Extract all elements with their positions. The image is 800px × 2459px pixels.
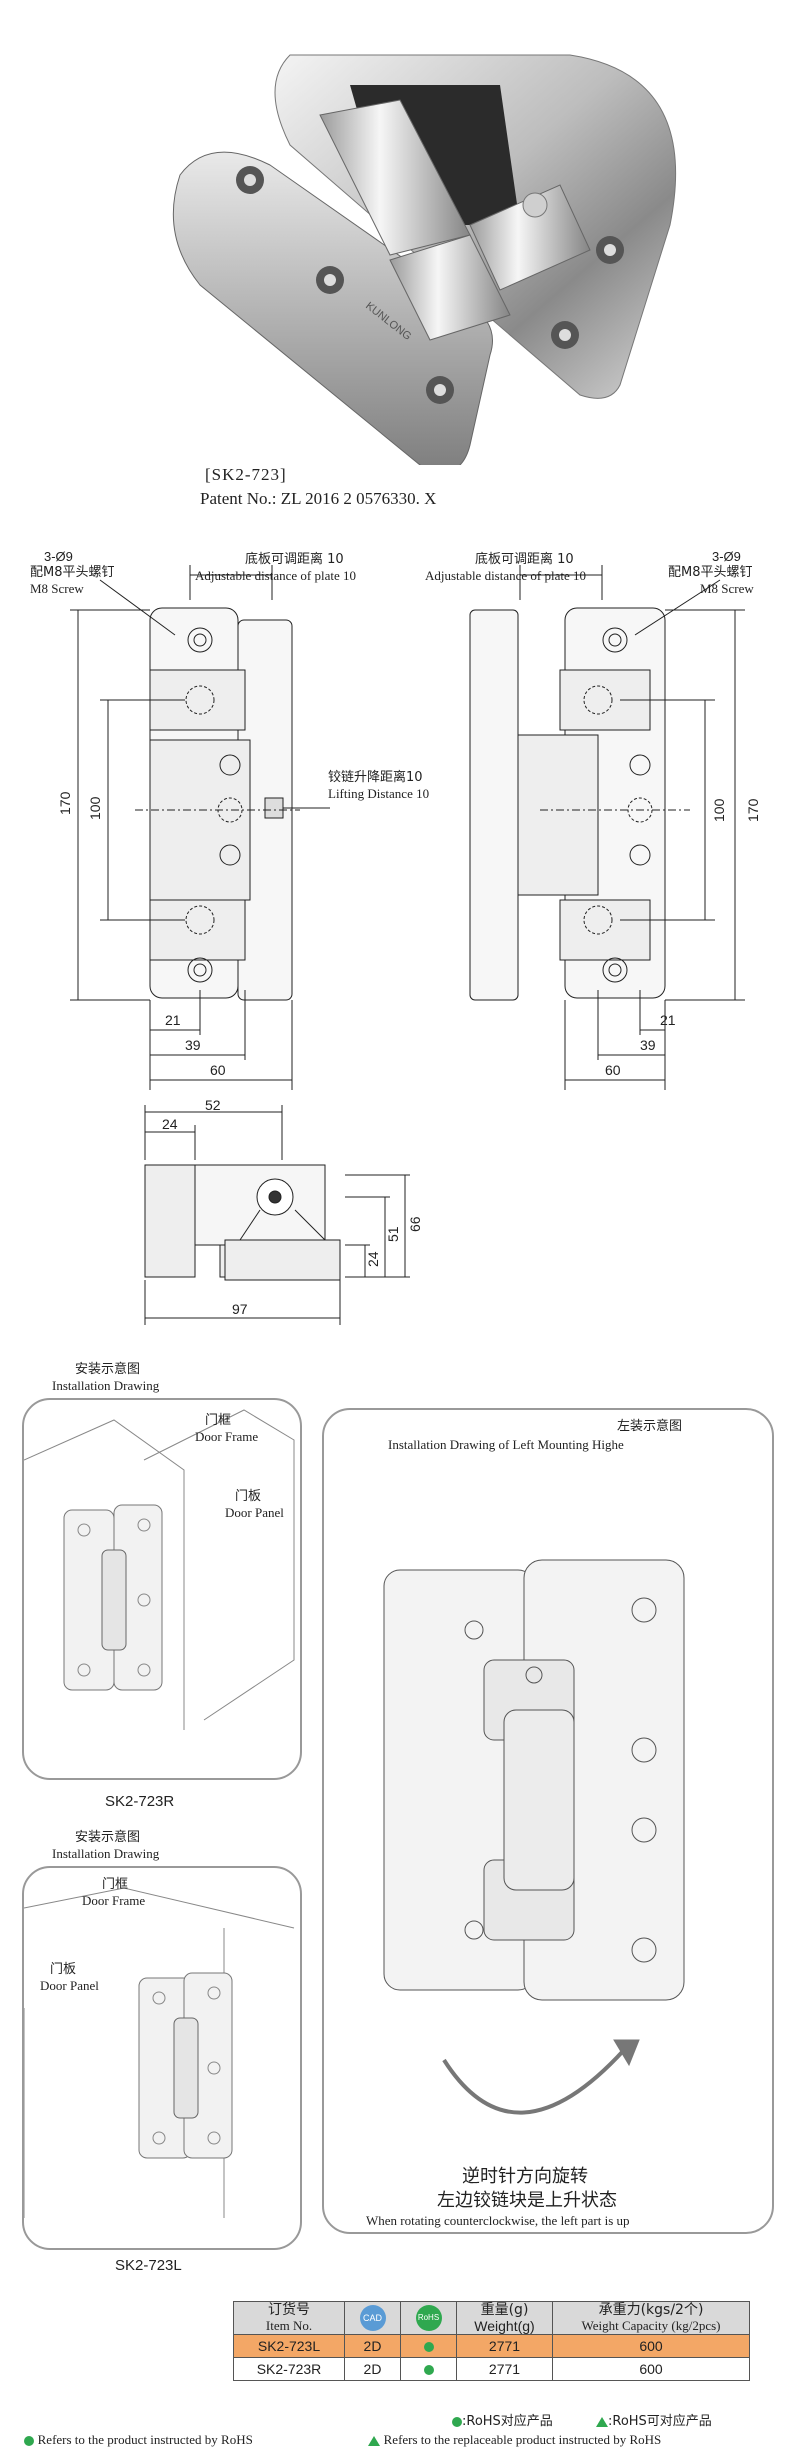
cell-rohs — [400, 2334, 457, 2358]
left-screw-en: M8 Screw — [30, 581, 84, 596]
dim-39-right: 39 — [640, 1037, 656, 1053]
cell-rohs — [400, 2357, 457, 2381]
product-photo: KUNLONG — [140, 25, 700, 473]
install-left-frame-en: Door Frame — [82, 1893, 146, 1908]
left-screw-cn: 配M8平头螺钉 — [30, 565, 115, 580]
install-left-panel-en: Door Panel — [40, 1978, 99, 1993]
header-weight: 重量(g)Weight(g) — [456, 2301, 553, 2335]
right-screw-cn: 配M8平头螺钉 — [668, 565, 753, 580]
dim-21-right: 21 — [660, 1012, 676, 1028]
cell-cad: 2D — [344, 2334, 401, 2358]
cell-capacity: 600 — [552, 2334, 750, 2358]
legend-rohs-cn-row: :RoHS对应产品 — [452, 2410, 553, 2429]
legend-rohs-en-row: Refers to the product instructed by RoHS — [24, 2432, 253, 2448]
right-screw-en: M8 Screw — [700, 581, 754, 596]
dim-21: 21 — [165, 1012, 181, 1028]
cad-icon: CAD — [359, 2305, 386, 2331]
patent-number: Patent No.: ZL 2016 2 0576330. X — [200, 489, 437, 508]
dim-170: 170 — [57, 791, 73, 815]
install-big-note-cn-1: 逆时针方向旋转 — [462, 2166, 588, 2187]
right-plate-cn: 底板可调距离 10 — [475, 552, 574, 567]
header-cad: CAD — [344, 2301, 401, 2335]
cell-capacity: 600 — [552, 2357, 750, 2381]
install-big-panel — [322, 1408, 774, 2234]
cell-item: SK2-723L — [233, 2334, 345, 2358]
install-big-note-cn-2: 左边铰链块是上升状态 — [437, 2190, 617, 2211]
dim-60-right: 60 — [605, 1062, 621, 1078]
install-big-note-en: When rotating counterclockwise, the left… — [366, 2213, 630, 2228]
install-left-title-en: Installation Drawing — [52, 1846, 160, 1861]
rohs-triangle-icon — [368, 2435, 380, 2446]
dim-97: 97 — [232, 1301, 248, 1317]
dim-60: 60 — [210, 1062, 226, 1078]
table-row[interactable]: SK2-723L 2D 2771 600 — [233, 2334, 750, 2358]
right-hole-spec: 3-Ø9 — [712, 549, 741, 564]
dim-39: 39 — [185, 1037, 201, 1053]
lift-distance-cn: 铰链升降距离10 — [328, 770, 423, 785]
install-left-title-cn: 安装示意图 — [75, 1830, 141, 1845]
legend-rohs-replaceable-cn: :RoHS可对应产品 — [608, 2414, 712, 2429]
install-right-panel-en: Door Panel — [225, 1505, 284, 1520]
install-right-frame-cn: 门框 — [205, 1413, 232, 1428]
header-rohs: RoHS — [400, 2301, 457, 2335]
install-right-panel — [22, 1398, 302, 1780]
dim-100-right: 100 — [711, 798, 727, 822]
install-left-caption: SK2-723L — [115, 2257, 182, 2274]
dim-24-side: 24 — [365, 1251, 381, 1267]
install-right-panel-cn: 门板 — [235, 1489, 262, 1504]
rohs-triangle-icon — [596, 2416, 608, 2427]
product-code: [SK2-723] — [205, 465, 287, 484]
header-capacity: 承重力(kgs/2个)Weight Capacity (kg/2pcs) — [552, 2301, 750, 2335]
install-left-panel — [22, 1866, 302, 2250]
cell-weight: 2771 — [456, 2334, 553, 2358]
legend-rohs-replaceable-cn-row: :RoHS可对应产品 — [596, 2410, 712, 2429]
rohs-dot-icon — [452, 2416, 462, 2427]
rohs-icon: RoHS — [415, 2305, 442, 2331]
dim-51: 51 — [385, 1226, 401, 1242]
install-right-title-en: Installation Drawing — [52, 1378, 160, 1393]
dim-170-right: 170 — [745, 798, 761, 822]
install-left-panel-cn: 门板 — [50, 1962, 77, 1977]
legend-rohs-en: Refers to the product instructed by RoHS — [37, 2432, 253, 2447]
legend-rohs-replaceable-en-row: Refers to the replaceable product instru… — [368, 2432, 661, 2448]
table-row[interactable]: SK2-723R 2D 2771 600 — [233, 2357, 750, 2381]
top-view-drawing: 52 24 66 51 24 97 — [120, 1097, 500, 1340]
rohs-dot-icon — [423, 2365, 434, 2376]
right-plate-en: Adjustable distance of plate 10 — [425, 568, 587, 583]
cell-cad: 2D — [344, 2357, 401, 2381]
install-right-title-cn: 安装示意图 — [75, 1362, 141, 1377]
legend-rohs-cn: :RoHS对应产品 — [462, 2414, 553, 2429]
install-right-caption: SK2-723R — [105, 1793, 175, 1810]
dim-100: 100 — [87, 796, 103, 820]
left-hole-spec: 3-Ø9 — [44, 549, 73, 564]
dim-24-top: 24 — [162, 1116, 178, 1132]
lift-distance-en: Lifting Distance 10 — [328, 786, 430, 801]
left-plate-en: Adjustable distance of plate 10 — [195, 568, 357, 583]
rohs-dot-icon — [24, 2435, 34, 2446]
legend-rohs-replaceable-en: Refers to the replaceable product instru… — [383, 2432, 662, 2447]
cell-weight: 2771 — [456, 2357, 553, 2381]
left-plate-cn: 底板可调距离 10 — [245, 552, 344, 567]
cell-item: SK2-723R — [233, 2357, 345, 2381]
rohs-dot-icon — [423, 2342, 434, 2353]
install-left-frame-cn: 门框 — [102, 1877, 129, 1892]
dim-52: 52 — [205, 1100, 221, 1113]
install-big-title-en: Installation Drawing of Left Mounting Hi… — [388, 1437, 624, 1452]
install-right-frame-en: Door Frame — [195, 1429, 259, 1444]
dim-66: 66 — [407, 1216, 423, 1232]
install-big-title-cn: 左装示意图 — [617, 1419, 683, 1434]
left-view-drawing: 170 100 21 39 60 100 170 21 39 60 — [0, 530, 800, 1110]
